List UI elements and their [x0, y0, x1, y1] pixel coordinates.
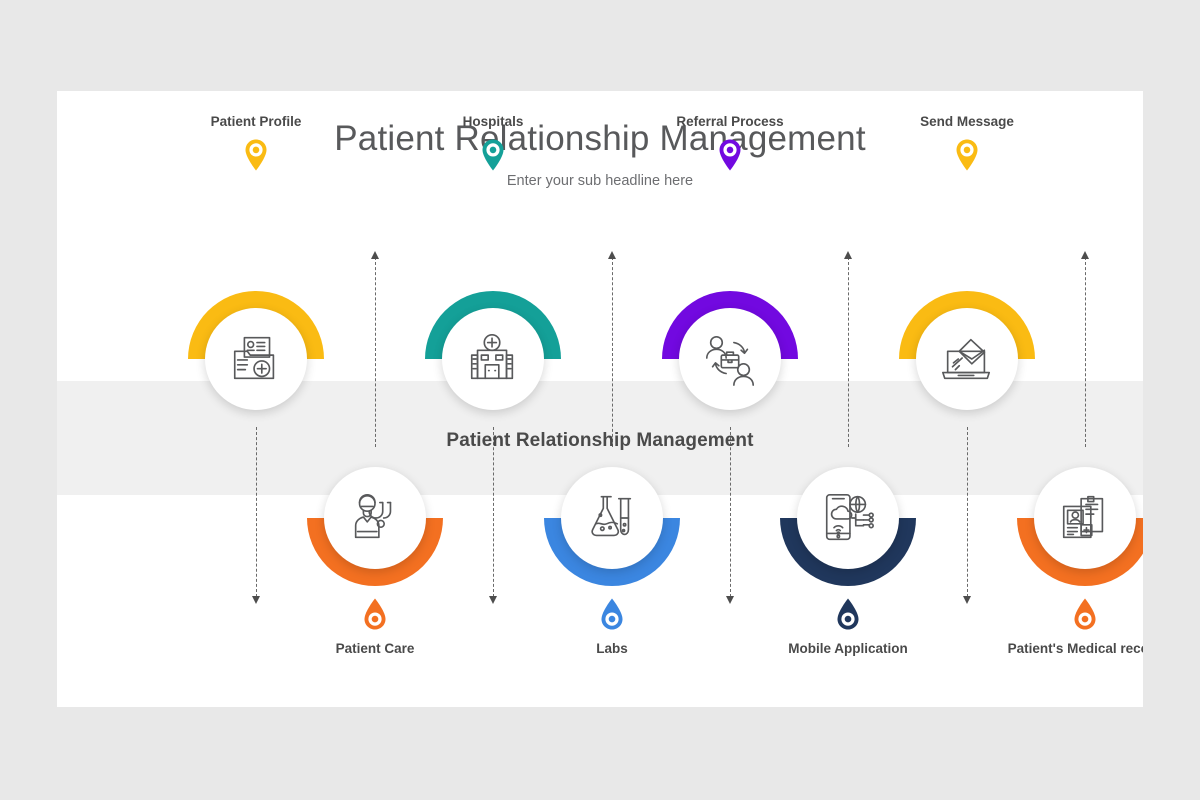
lab-flask-icon	[561, 467, 663, 569]
connector-arrow	[1080, 251, 1089, 259]
connector-arrow	[843, 251, 852, 259]
node-label: Hospitals	[462, 114, 524, 129]
map-pin-icon	[1072, 597, 1098, 631]
connector-arrow	[607, 251, 616, 259]
connector-line	[612, 257, 613, 447]
node-circle[interactable]	[899, 291, 1035, 427]
patient-record-card-icon	[1034, 467, 1136, 569]
connector-line	[375, 257, 376, 447]
node-send-message[interactable]: Send Message	[899, 91, 1035, 707]
node-label: Patient Care	[335, 641, 415, 656]
connector-line	[493, 427, 494, 597]
node-label: Patient Profile	[210, 114, 302, 129]
map-pin-icon	[717, 138, 743, 172]
node-circle[interactable]	[662, 291, 798, 427]
connector-line	[848, 257, 849, 447]
node-patient-profile[interactable]: Patient Profile	[188, 91, 324, 707]
connector-arrow	[962, 596, 971, 604]
map-pin-icon	[362, 597, 388, 631]
map-pin-icon	[835, 597, 861, 631]
connector-line	[967, 427, 968, 597]
node-label: Patient's Medical record	[1007, 641, 1143, 656]
node-circle[interactable]	[188, 291, 324, 427]
laptop-envelope-icon	[916, 308, 1018, 410]
referral-people-icon	[679, 308, 781, 410]
hospital-building-icon	[442, 308, 544, 410]
doctor-stethoscope-icon	[324, 467, 426, 569]
node-labs[interactable]: Labs	[544, 91, 680, 707]
medical-folder-icon	[205, 308, 307, 410]
connector-arrow	[370, 251, 379, 259]
node-mobile-application[interactable]: Mobile Application	[780, 91, 916, 707]
node-label: Mobile Application	[788, 641, 908, 656]
connector-line	[256, 427, 257, 597]
node-circle[interactable]	[425, 291, 561, 427]
node-label: Send Message	[920, 114, 1014, 129]
band-label: Patient Relationship Management	[446, 430, 754, 451]
page-subtitle: Enter your sub headline here	[506, 173, 694, 189]
node-circle[interactable]	[544, 450, 680, 586]
connector-line	[1085, 257, 1086, 447]
connector-arrow	[725, 596, 734, 604]
node-label: Labs	[596, 641, 628, 656]
node-circle[interactable]	[780, 450, 916, 586]
slide-canvas: Patient Relationship Management Enter yo…	[57, 91, 1143, 707]
node-patient-s-medical-record[interactable]: Patient's Medical record	[1008, 91, 1143, 707]
connector-arrow	[488, 596, 497, 604]
connector-arrow	[251, 596, 260, 604]
map-pin-icon	[480, 138, 506, 172]
mobile-cloud-network-icon	[797, 467, 899, 569]
map-pin-icon	[954, 138, 980, 172]
node-circle[interactable]	[307, 450, 443, 586]
map-pin-icon	[243, 138, 269, 172]
node-patient-care[interactable]: Patient Care	[307, 91, 443, 707]
node-referral-process[interactable]: Referral Process	[662, 91, 798, 707]
page-title: Patient Relationship Management	[334, 119, 866, 158]
map-pin-icon	[599, 597, 625, 631]
connector-line	[730, 427, 731, 597]
node-label: Referral Process	[676, 114, 784, 129]
node-circle[interactable]	[1017, 450, 1143, 586]
node-hospitals[interactable]: Hospitals	[425, 91, 561, 707]
